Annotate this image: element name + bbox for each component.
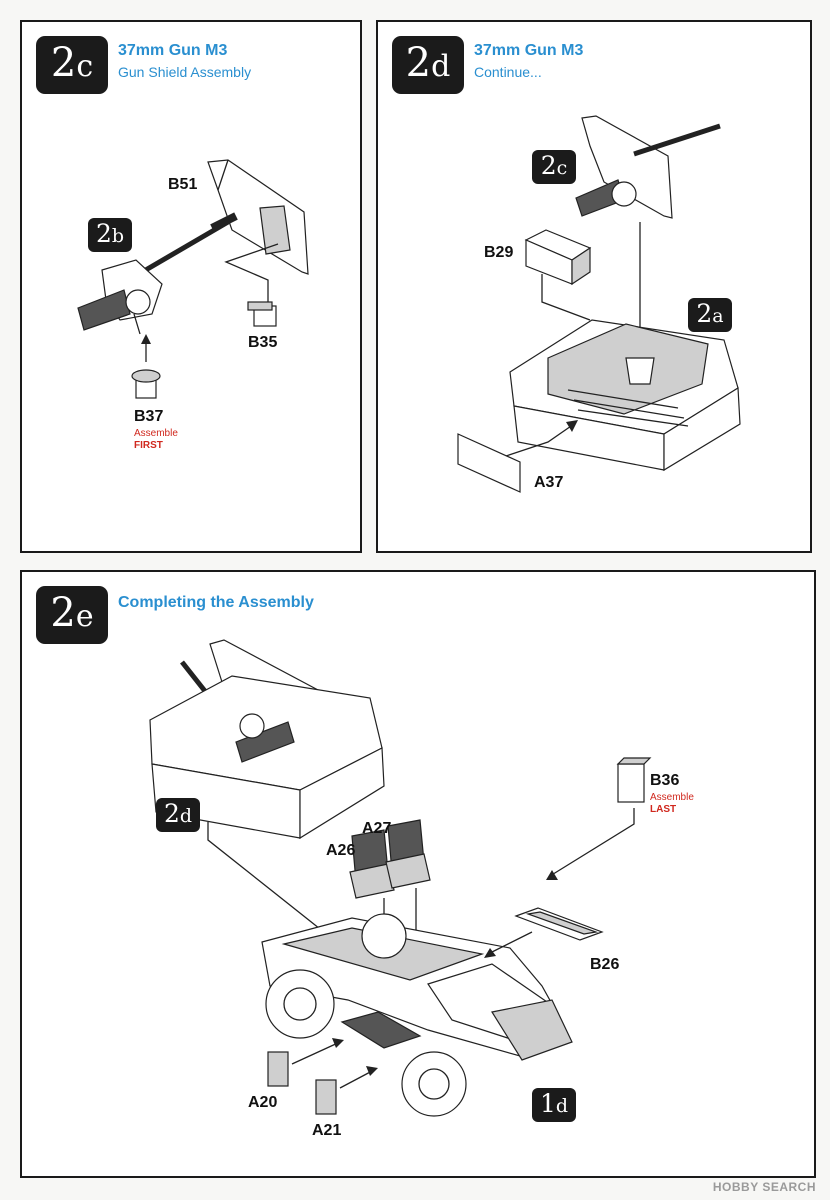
part-label-b36: B36	[650, 772, 680, 789]
part-label-b37: B37	[134, 408, 164, 425]
part-label-b51: B51	[168, 176, 198, 193]
part-label-a21: A21	[312, 1122, 342, 1139]
step-title: 37mm Gun M3	[474, 42, 584, 59]
part-label-a27: A27	[362, 820, 392, 837]
assemble-note: Assemble	[650, 792, 694, 803]
part-label-b26: B26	[590, 956, 620, 973]
last-note: LAST	[650, 804, 677, 815]
step-title: Completing the Assembly	[118, 594, 314, 611]
assemble-note: Assemble	[134, 428, 178, 439]
watermark: HOBBY SEARCH	[712, 1180, 816, 1194]
final-assembly-drawing	[149, 639, 652, 1117]
part-label-b29: B29	[484, 244, 514, 261]
step-title: 37mm Gun M3	[118, 42, 228, 59]
part-label-a26: A26	[326, 842, 356, 859]
gun-shield-drawing	[77, 159, 309, 399]
part-label-a37: A37	[534, 474, 564, 491]
step-subtitle: Continue...	[474, 64, 542, 80]
first-note: FIRST	[134, 440, 163, 451]
step-subtitle: Gun Shield Assembly	[118, 64, 252, 80]
part-label-a20: A20	[248, 1094, 278, 1111]
part-label-b35: B35	[248, 334, 278, 351]
rear-body-drawing	[457, 115, 741, 493]
